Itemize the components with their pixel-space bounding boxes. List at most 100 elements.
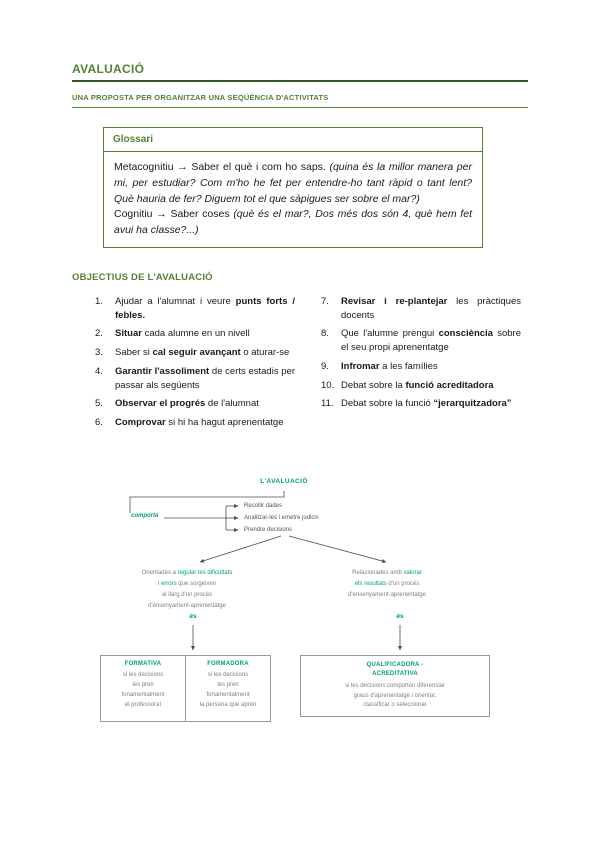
text-line: fonamentalment (121, 692, 165, 698)
objective-item: 8.Que l'alumne prengui consciència sobre… (321, 327, 521, 355)
diagram-branch-value: Relacionades amb valorar els resultats d'… (312, 568, 462, 601)
objectives-heading: OBJECTIUS DE L'AVALUACIÓ (72, 271, 213, 283)
objectives-list-left: 1. Ajudar a l'alumnat i veure punts forts… (95, 295, 295, 435)
diagram-step-1: Recollir dades (244, 503, 283, 509)
text-run: Que l'alumne prengui (341, 328, 439, 340)
text-run: (quina és la millor manera per mi, per e… (114, 161, 472, 205)
text-run: si hi ha hagut aprenentatge (165, 417, 284, 429)
objective-text: Revisar i re-plantejar les pràctiques do… (341, 295, 521, 323)
text-run: consciència (438, 328, 493, 340)
objective-text: Debat sobre la funció acreditadora (341, 379, 521, 393)
page-title: AVALUACIÓ (72, 62, 145, 76)
objective-text: Ajudar a l'alumnat i veure punts forts /… (115, 295, 295, 323)
text-run: (què és el mar?, Dos més dos són 4, què … (114, 208, 472, 236)
objective-item: 7. Revisar i re-plantejar les pràctiques … (321, 295, 521, 323)
objective-text: Garantir l'assoliment de certs estadis p… (115, 365, 295, 393)
text-run: Comprovar (115, 417, 166, 429)
text-run: Observar el progrés (115, 398, 206, 410)
text-run: cada alumne en un nivell (141, 328, 250, 340)
text-run: Cognitiu → Saber coses (114, 208, 234, 221)
objective-item: 2.Situar cada alumne en un nivell (95, 327, 295, 341)
text-run: que sorgeixen (176, 581, 217, 587)
text-run: o aturar-se (240, 347, 290, 359)
text-run: Infromar (341, 360, 380, 372)
text-run: “jerarquitzadora” (433, 398, 512, 410)
text-run: Saber si (115, 347, 153, 359)
qualificadora-acreditativa-box: QUALIFICADORA - ACREDITATIVA si les decis… (300, 655, 490, 717)
text-line: la persona que aprèn (199, 702, 257, 708)
text-run: Relacionades amb (352, 570, 404, 576)
objective-number: 7. (321, 295, 329, 307)
text-run: Orientades a (141, 570, 178, 576)
text-run: regular les dificultats (177, 570, 233, 576)
objective-number: 1. (95, 295, 103, 307)
objective-number: 6. (95, 417, 103, 429)
objective-number: 4. (95, 365, 103, 377)
text-run: de certs estadis per passar als següents (115, 365, 296, 391)
text-line: ACREDITATIVA (372, 671, 418, 677)
text-run: Situar (115, 328, 142, 340)
glossary-box: Glossari Metacognitiu → Saber el què i c… (103, 127, 483, 248)
text-run: Revisar i re-plantejar (341, 295, 448, 307)
objective-text: Observar el progrés de l'alumnat (115, 397, 295, 411)
text-run: les pràctiques docents (341, 295, 521, 321)
diagram-es-label-left: és (189, 613, 197, 620)
text-run: valorar (403, 570, 422, 576)
diagram-step-2: Analitzar-les i emetre judicis (244, 515, 319, 521)
objective-number: 5. (95, 398, 103, 410)
title-block: AVALUACIÓ (72, 62, 528, 82)
subtitle-block: UNA PROPOSTA PER ORGANITZAR UNA SEQÜÈNCI… (72, 93, 528, 108)
objective-text: Comprovar si hi ha hagut aprenentatge (115, 416, 295, 430)
objective-text: Debat sobre la funció “jerarquitzadora” (341, 397, 521, 411)
formadora-title: FORMADORA (207, 661, 249, 667)
text-line: fonamentalment (206, 692, 250, 698)
objective-item: 4. Garantir l'assoliment de certs estadis… (95, 365, 295, 393)
text-run: d'un procés (386, 581, 420, 587)
objective-number: 8. (321, 328, 329, 340)
objective-item: 6. Comprovar si hi ha hagut aprenentatge (95, 416, 295, 430)
formativa-title: FORMATIVA (124, 661, 162, 667)
objective-number: 3. (95, 347, 103, 359)
text-run: els resultats (354, 581, 387, 587)
diagram-root-label: L'AVALUACIÓ (260, 478, 308, 485)
glossary-paragraph-cognitiu: Cognitiu → Saber coses (què és el mar?, … (114, 207, 472, 239)
text-run: Metacognitiu → Saber el què i com ho sap… (114, 161, 330, 173)
text-run: Ajudar a l'alumnat i veure (115, 295, 236, 307)
text-line: si les decisions comporten diferenciar (344, 683, 446, 689)
objectives-list-right: 7. Revisar i re-plantejar les pràctiques … (321, 295, 521, 435)
glossary-body: Metacognitiu → Saber el què i com ho sap… (104, 152, 482, 247)
objective-item: 9. Infromar a les famílies (321, 360, 521, 374)
objective-item: 1. Ajudar a l'alumnat i veure punts forts… (95, 295, 295, 323)
objectives-columns: 1. Ajudar a l'alumnat i veure punts forts… (72, 295, 528, 435)
glossary-header: Glossari (104, 128, 482, 152)
text-line: les pren (217, 682, 239, 688)
text-run: funció acreditadora (405, 379, 494, 391)
text-run: cal seguir avançant (152, 347, 241, 359)
objective-text: Infromar a les famílies (341, 360, 521, 374)
objective-number: 11. (321, 398, 334, 410)
text-run: Debat sobre la (341, 379, 406, 391)
objective-number: 9. (321, 360, 329, 372)
text-line: QUALIFICADORA - (366, 662, 424, 668)
text-run: i errors (157, 581, 177, 587)
objective-item: 3. Saber si cal seguir avançant o aturar-… (95, 346, 295, 360)
objective-text: Situar cada alumne en un nivell (115, 327, 295, 341)
qualificadora-body: si les decisions comporten diferenciar gr… (307, 682, 483, 711)
diagram-comporta-label: comporta (131, 513, 159, 519)
page-subtitle: UNA PROPOSTA PER ORGANITZAR UNA SEQÜÈNCI… (72, 93, 329, 102)
text-run: punts forts / febles. (115, 295, 295, 321)
text-line: si les decisions (122, 672, 164, 678)
diagram-step-3: Prendre decisions (244, 527, 293, 533)
text-line: graus d'aprenentatge i orientar, (353, 692, 437, 699)
diagram-es-label-right: és (396, 613, 404, 620)
text-run: a les famílies (379, 360, 438, 372)
text-run: Debat sobre la funció (341, 398, 434, 410)
text-run: al llarg d'un procés (161, 592, 213, 598)
